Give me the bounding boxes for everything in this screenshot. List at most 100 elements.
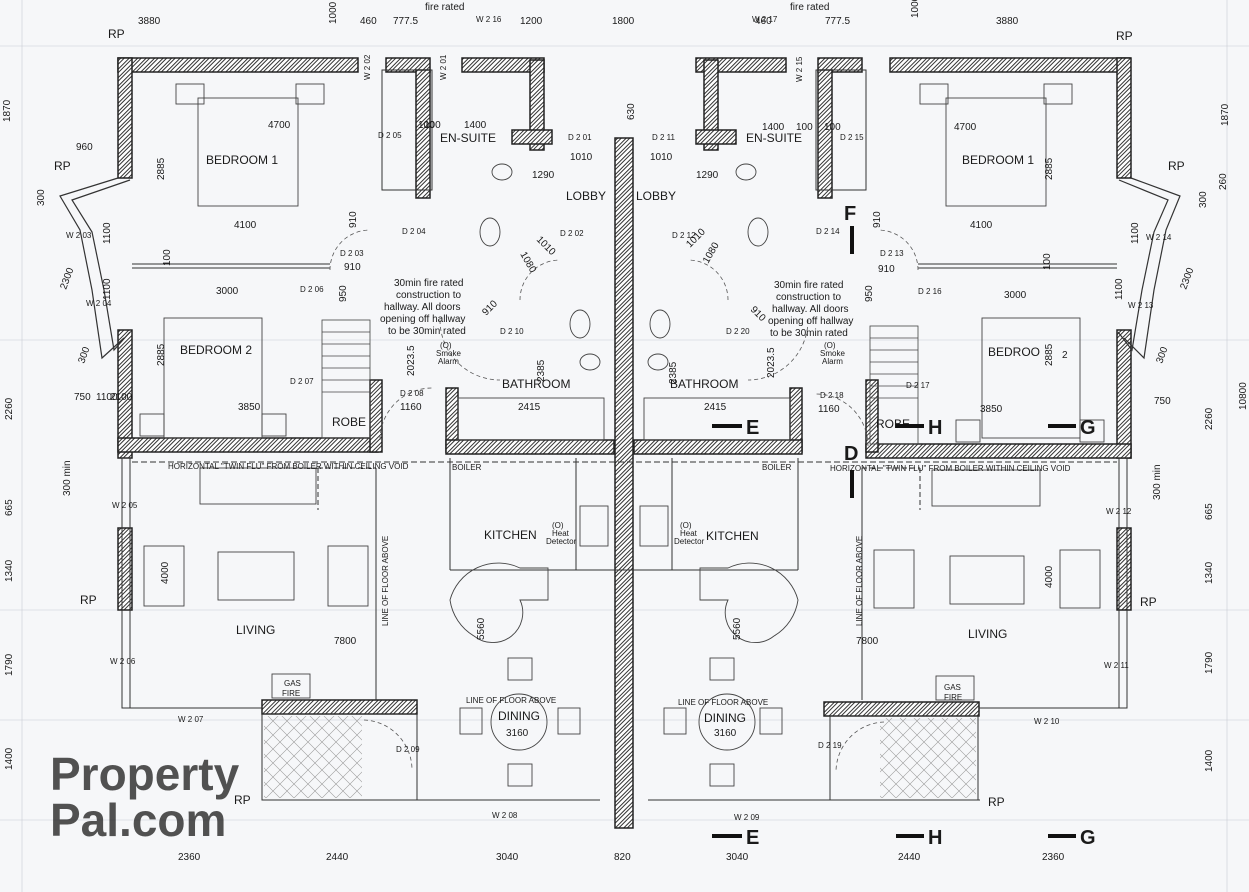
room-robe-left: ROBE [332,415,366,429]
smoke-alarm-right-2: Smoke [820,349,845,358]
dim-right-13: 1790 [1204,651,1215,674]
section-marker-e-top: E [746,417,759,439]
idr-21: 100 [1042,253,1053,270]
smoke-alarm-right: (O) Smoke Alarm [820,341,845,366]
window-tag-w207: W 2 07 [178,715,204,724]
dim-top-l1: 3880 [138,16,161,27]
party-wall [614,137,634,829]
room-kitchen-left: KITCHEN [484,528,537,542]
left-dimensions: 1870 960 300 1100 2300 1100 300 750 2260… [2,99,113,770]
door-tag-d206: D 2 06 [300,285,324,294]
dim-left-6: 1100 [102,278,113,300]
dim-right-8: 750 [1154,396,1171,407]
dim-bottom-7: 2360 [1042,852,1065,863]
idr-23: 7800 [856,636,879,647]
right-dimensions: 1870 260 300 1100 2300 1100 300 750 2260… [1114,103,1249,772]
idr-20: 100 [796,122,813,133]
idl-23: 7800 [334,636,357,647]
section-marker-d: D [844,443,858,465]
room-dining-right: DINING [704,711,746,725]
walls-right [633,57,1132,717]
heat-detector-right: (O) Heat Detector [674,521,705,546]
window-tag-w205: W 2 05 [112,501,138,510]
window-tag-w216: W 2 16 [476,15,502,24]
window-tag-w217: W 2 17 [752,15,778,24]
idl-6: 1400 [464,120,487,131]
rp-mid-right: RP [1168,159,1185,173]
window-tag-w211: W 2 11 [1104,661,1129,670]
fire-note-left-2: construction to [396,290,461,301]
dim-right-7: 300 [1154,345,1170,365]
fire-note-right-3: hallway. All doors [772,304,849,315]
door-tag-d215: D 2 15 [840,133,864,142]
room-kitchen-right: KITCHEN [706,529,759,543]
door-tag-d209: D 2 09 [396,745,420,754]
section-marker-h-bottom: H [928,827,942,849]
idl-2: 4100 [234,220,257,231]
rp-top-right: RP [1116,29,1133,43]
idr-2: 4100 [970,220,993,231]
rp-top-left: RP [108,27,125,41]
dim-bottom-1: 2360 [178,852,201,863]
dim-bottom-6: 2440 [898,852,921,863]
dim-right-2: 260 [1218,173,1229,190]
fire-note-right: 30min fire rated construction to hallway… [768,280,853,339]
dim-left-7: 300 [76,345,92,365]
idr-14: 910 [748,304,768,324]
dim-top-l5: 1200 [520,16,543,27]
idr-3: 3000 [1004,290,1027,301]
smoke-alarm-left: (O) Smoke Alarm [436,341,461,366]
door-tag-d211: D 2 11 [652,133,676,142]
idr-22: 4000 [1044,565,1055,588]
dim-left-5: 2300 [58,266,76,291]
idr-12: 910 [872,211,883,228]
bay-window-right [1117,177,1181,360]
door-tag-d213: D 2 13 [880,249,904,258]
smoke-alarm-right-1: (O) [824,341,836,350]
dim-top-fire-l: fire rated [425,2,464,13]
dim-left-12: 1340 [4,559,15,582]
idl-19: 2415 [518,402,541,413]
idl-16: 2023.5 [406,345,417,376]
idl-0: 4700 [268,120,291,131]
room-bedroom2-right: BEDROO [988,345,1040,359]
patio-left [264,716,362,798]
idl-24: 5560 [476,617,487,640]
rp-low-right: RP [1140,595,1157,609]
inner-dims-left: 4700 2885 4100 3000 2885 3850 1400 100 1… [96,120,593,739]
room-ensuite-right: EN-SUITE [746,131,802,145]
section-marker-f: F [844,203,856,225]
door-tag-d207: D 2 07 [290,377,314,386]
idl-22: 4000 [160,561,171,584]
door-tag-d204: D 2 04 [402,227,426,236]
window-tag-w212: W 2 12 [1106,507,1132,516]
stairs-left [321,319,371,439]
room-living-right: LIVING [968,627,1007,641]
bay-window-left [59,177,131,360]
dim-top-r2: 777.5 [825,16,850,27]
section-marker-g-bottom: G [1080,827,1096,849]
flue-note-left: HORIZONTAL "TWIN FLU" FROM BOILER WITHIN… [168,462,409,471]
watermark-logo: Property Pal.com [50,748,240,846]
idr-1: 2885 [1044,157,1055,180]
room-bedroom1-left: BEDROOM 1 [206,153,278,167]
dim-right-12: 1340 [1204,561,1215,584]
idr-7: 100 [824,122,841,133]
window-tag-w204: W 2 04 [86,299,112,308]
idl-7: 100 [418,120,435,131]
window-tag-w206: W 2 06 [110,657,136,666]
door-tag-d218: D 2 18 [820,391,844,400]
dim-left-13: 1790 [4,653,15,676]
dim-bottom-5: 3040 [726,852,749,863]
smoke-alarm-left-3: Alarm [438,357,459,366]
fire-note-right-5: to be 30min rated [770,328,848,339]
floor-above-living-left: LINE OF FLOOR ABOVE [381,536,390,626]
idr-13: 910 [878,264,895,275]
smoke-alarm-left-1: (O) [440,341,452,350]
dim-top-l6: 1800 [612,16,635,27]
heat-detector-right-2: Heat [680,529,698,538]
door-tag-d219: D 2 19 [818,741,842,750]
dim-right-5: 2300 [1178,266,1196,291]
dim-bottom-4: 820 [614,852,631,863]
watermark-line-1: Property [50,748,240,800]
